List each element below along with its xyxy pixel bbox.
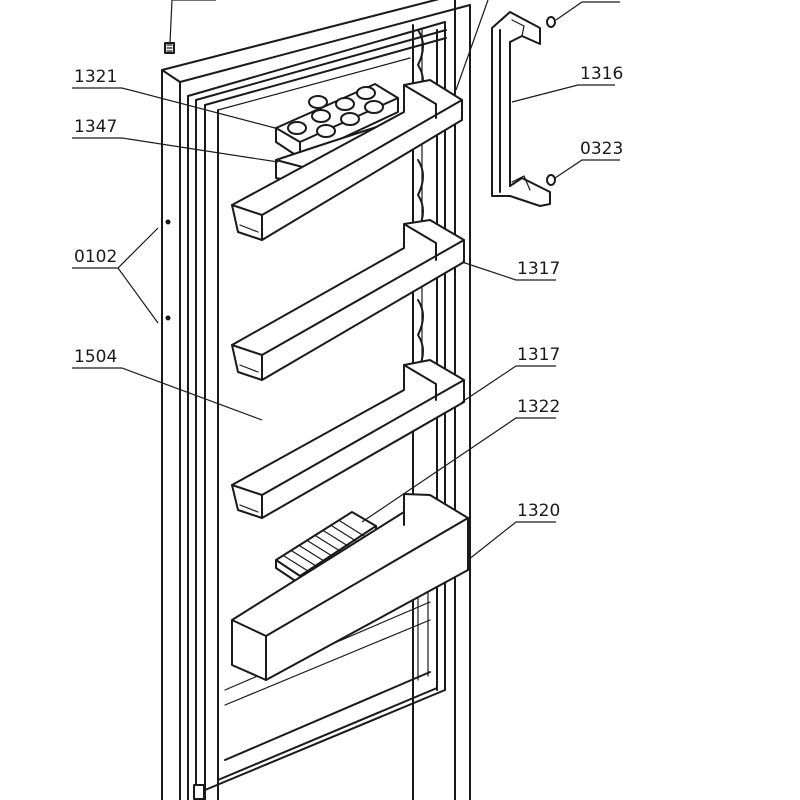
label-1504: 1504 bbox=[74, 347, 117, 367]
handle-screw-caps bbox=[546, 16, 556, 186]
label-1321: 1321 bbox=[74, 67, 117, 87]
side-dowel-pins bbox=[165, 219, 171, 321]
egg-tray bbox=[275, 83, 399, 159]
door-gasket bbox=[187, 21, 447, 800]
door-handle bbox=[491, 11, 551, 207]
bottom-hinge-bracket bbox=[193, 784, 205, 800]
label-1316: 1316 bbox=[580, 64, 623, 84]
label-1320: 1320 bbox=[517, 501, 560, 521]
top-hinge-screw bbox=[164, 0, 175, 54]
label-1317-lower: 1317 bbox=[517, 345, 560, 365]
label-1322: 1322 bbox=[517, 397, 560, 417]
label-0323: 0323 bbox=[580, 139, 623, 159]
label-0102: 0102 bbox=[74, 247, 117, 267]
door-bottle-shelf bbox=[231, 493, 469, 681]
label-1347: 1347 bbox=[74, 117, 117, 137]
leader-lines bbox=[72, 0, 620, 561]
label-1317-upper: 1317 bbox=[517, 259, 560, 279]
door-shelf-third bbox=[231, 359, 465, 519]
door-shelf-second bbox=[231, 219, 465, 381]
door-shelf-top bbox=[231, 79, 463, 241]
